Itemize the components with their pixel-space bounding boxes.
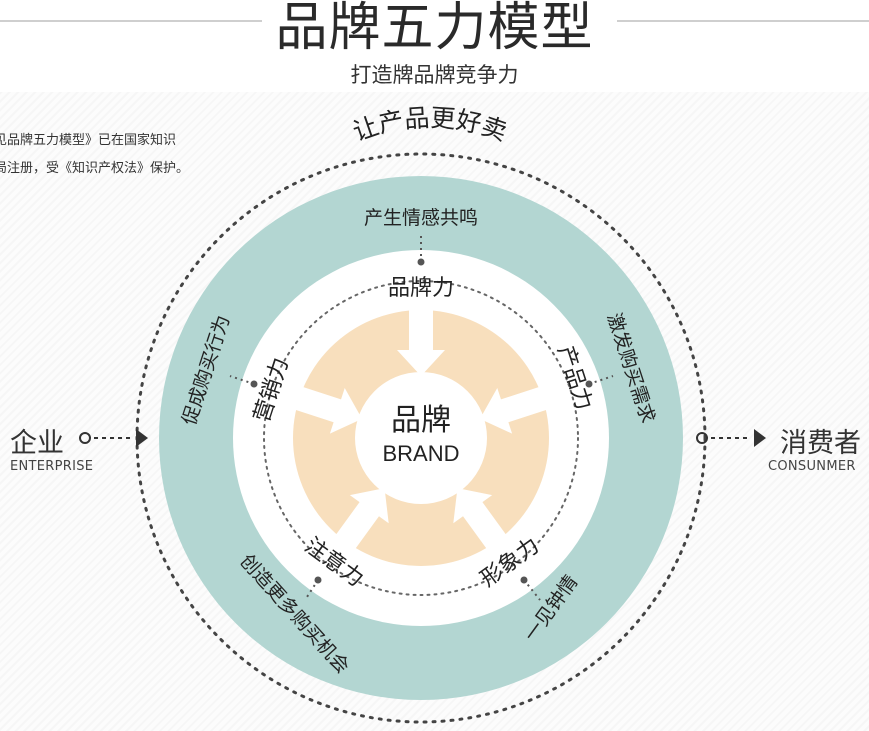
inner-dotted-circle: [263, 280, 579, 596]
force-arrows: [291, 306, 551, 552]
arrow-top: [397, 306, 445, 376]
page-title: 品牌五力模型: [275, 0, 594, 58]
right-flow-connector: [696, 429, 766, 447]
force-label-brand: 品牌力: [388, 276, 454, 301]
connectors: [229, 236, 614, 601]
arrow-bottom-right: [453, 488, 509, 552]
title-divider-right: [617, 20, 869, 22]
enterprise-label-cn: 企业: [10, 428, 64, 459]
center-label-cn: 品牌: [391, 403, 451, 438]
copyright-note-line-2: 局注册，受《知识产权法》保护。: [0, 161, 190, 176]
copyright-note-line-1: 见品牌五力模型》已在国家知识: [0, 133, 177, 148]
center-disc: [355, 372, 487, 504]
title-divider-left: [0, 20, 262, 22]
consumer-label-en: CONSUNMER: [768, 459, 856, 474]
page-subtitle: 打造牌品牌竞争力: [350, 63, 519, 87]
arrow-top-right: [479, 385, 551, 434]
enterprise-label-en: ENTERPRISE: [10, 459, 94, 474]
outer-arc-label: 让产品更好卖: [349, 103, 510, 146]
left-flow-connector: [79, 429, 148, 447]
effect-label-resonance: 产生情感共鸣: [364, 207, 478, 229]
connector-dots: [250, 258, 593, 584]
arrow-top-left: [291, 385, 363, 434]
arrow-bottom-left: [333, 488, 389, 552]
consumer-label-cn: 消费者: [780, 428, 861, 459]
center-label-en: BRAND: [382, 441, 459, 466]
